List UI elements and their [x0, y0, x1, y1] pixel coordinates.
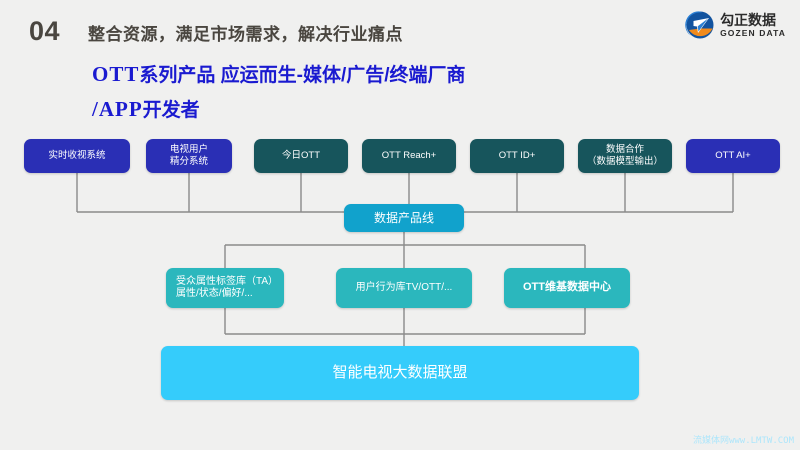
brand-logo: 勾正数据 GOZEN DATA	[685, 10, 786, 40]
node-label: OTT AI+	[715, 150, 751, 162]
node-realtime-rating-system[interactable]: 实时收视系统	[24, 139, 130, 173]
node-tv-user-segmentation[interactable]: 电视用户精分系统	[146, 139, 232, 173]
node-ott-ai-plus[interactable]: OTT AI+	[686, 139, 780, 173]
subtitle-line-1-text: 系列产品 应运而生-媒体/广告/终端厂商	[139, 65, 466, 86]
slide-number: 04	[29, 16, 61, 46]
watermark: 流媒体网www.LMTW.COM	[692, 436, 794, 446]
node-label: OTT维基数据中心	[523, 281, 611, 294]
node-user-behavior-library[interactable]: 用户行为库TV/OTT/...	[336, 268, 472, 308]
node-label: 今日OTT	[282, 150, 320, 162]
node-data-cooperation[interactable]: 数据合作（数据模型输出）	[578, 139, 672, 173]
node-ott-reach-plus[interactable]: OTT Reach+	[362, 139, 456, 173]
subtitle-line-1: OTT系列产品 应运而生-媒体/广告/终端厂商	[92, 60, 466, 87]
node-label: 数据合作（数据模型输出）	[586, 144, 663, 167]
node-label: 智能电视大数据联盟	[332, 363, 468, 381]
node-audience-tag-library[interactable]: 受众属性标签库（TA）属性/状态/偏好/...	[166, 268, 284, 308]
node-data-product-line[interactable]: 数据产品线	[344, 204, 464, 232]
node-label: 数据产品线	[373, 210, 434, 225]
subtitle-line-2: /APP开发者	[92, 95, 200, 122]
node-smart-tv-bigdata-alliance[interactable]: 智能电视大数据联盟	[161, 346, 639, 400]
node-label: OTT ID+	[498, 150, 536, 162]
node-label: 电视用户精分系统	[169, 144, 208, 167]
node-today-ott[interactable]: 今日OTT	[254, 139, 348, 173]
logo-name-en: GOZEN DATA	[720, 27, 786, 38]
node-ott-id-plus[interactable]: OTT ID+	[470, 139, 564, 173]
gozen-logo-icon	[685, 10, 715, 40]
page-title: 整合资源，满足市场需求，解决行业痛点	[88, 25, 403, 44]
subtitle-line-2-latin: /APP	[92, 97, 143, 121]
logo-name-cn: 勾正数据	[720, 11, 777, 28]
node-label: 受众属性标签库（TA）属性/状态/偏好/...	[176, 275, 279, 300]
node-label: 实时收视系统	[48, 150, 106, 162]
subtitle-line-2-text: 开发者	[142, 100, 200, 121]
node-label: OTT Reach+	[381, 150, 437, 162]
node-ott-wiki-data-center[interactable]: OTT维基数据中心	[504, 268, 630, 308]
node-label: 用户行为库TV/OTT/...	[355, 281, 453, 293]
logo-text: 勾正数据 GOZEN DATA	[720, 13, 786, 38]
subtitle-line-1-latin: OTT	[92, 62, 140, 86]
